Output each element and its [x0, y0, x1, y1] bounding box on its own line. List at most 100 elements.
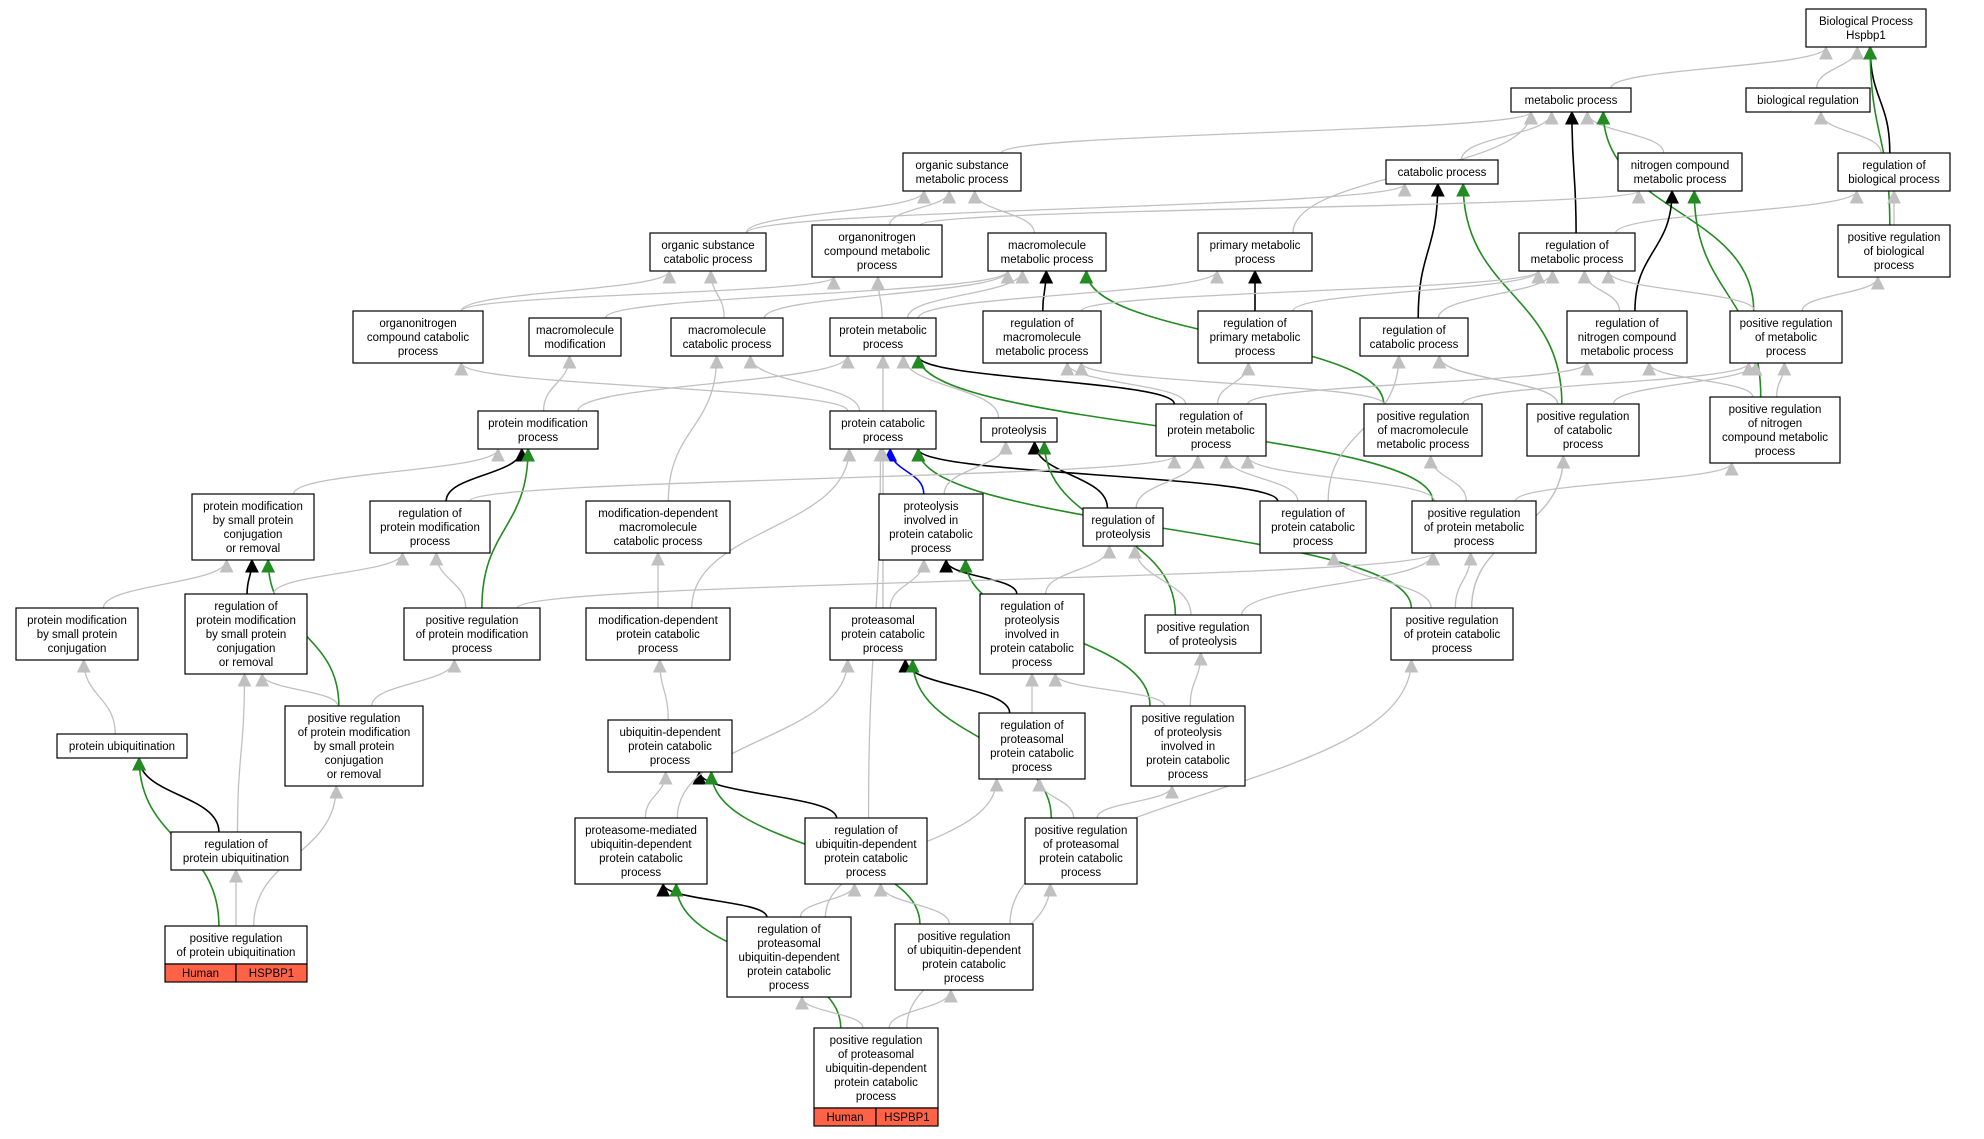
term-label-line: positive regulation: [1537, 411, 1630, 423]
term-label-line: regulation of: [1545, 240, 1609, 252]
edge-is-a: [919, 189, 1646, 226]
go-term-regproteasomeubi[interactable]: regulation ofproteasomalubiquitin-depend…: [726, 916, 852, 998]
go-term-catab[interactable]: catabolic process: [1385, 159, 1499, 185]
go-term-proteasomeubi[interactable]: proteasome-mediatedubiquitin-dependentpr…: [574, 817, 708, 885]
gene-label: HSPBP1: [249, 968, 294, 980]
term-label-line: catabolic process: [1398, 167, 1487, 179]
term-label-line: or removal: [226, 543, 280, 555]
edge-is-a: [1032, 777, 1075, 819]
go-term-bioreg[interactable]: biological regulation: [1745, 87, 1871, 113]
gene-label: HSPBP1: [884, 1112, 929, 1124]
go-term-metab[interactable]: metabolic process: [1510, 87, 1632, 113]
edge-is-a: [644, 770, 673, 819]
term-label-line: process: [1874, 260, 1915, 272]
edge-part-of: [132, 756, 220, 833]
term-label-line: by small protein: [37, 629, 118, 641]
term-label-line: positive regulation: [1729, 404, 1822, 416]
term-label-line: of protein modification: [416, 629, 529, 641]
edge-is-a: [1241, 551, 1441, 616]
edge-part-of: [911, 447, 1279, 502]
term-label-line: of biological: [1864, 246, 1925, 258]
term-label-line: involved in: [1005, 629, 1059, 641]
edge-is-a: [870, 275, 885, 319]
go-term-regubidep[interactable]: regulation ofubiquitin-dependentprotein …: [804, 817, 928, 885]
term-label-line: modification-dependent: [598, 508, 718, 520]
edge-is-a: [1612, 361, 1763, 405]
term-label-line: process: [1235, 346, 1276, 358]
term-label-line: primary metabolic: [1210, 240, 1301, 252]
term-label-line: protein modification: [203, 501, 303, 513]
term-label-line: conjugation: [325, 755, 384, 767]
species-label: Human: [182, 968, 219, 980]
go-term-protubi[interactable]: protein ubiquitination: [56, 733, 188, 759]
term-label-line: conjugation: [48, 643, 107, 655]
term-label-line: process: [1755, 446, 1796, 458]
go-term-moddepmac[interactable]: modification-dependentmacromoleculecatab…: [585, 500, 731, 554]
term-label-line: organic substance: [915, 160, 1008, 172]
term-label-line: process: [1563, 439, 1604, 451]
term-label-line: protein ubiquitination: [69, 741, 175, 753]
edge-is-a: [1461, 361, 1756, 405]
term-label-line: by small protein: [206, 629, 287, 641]
term-label-line: protein modification: [380, 522, 480, 534]
term-label-line: protein catabolic: [824, 853, 908, 865]
term-label-line: process: [518, 432, 559, 444]
term-label-line: positive regulation: [830, 1035, 923, 1047]
edge-part-of: [244, 558, 259, 595]
term-label-line: protein catabolic: [599, 853, 683, 865]
term-label-line: ubiquitin-dependent: [738, 952, 840, 964]
term-label-line: of metabolic: [1755, 332, 1817, 344]
term-label-line: protein catabolic: [990, 748, 1074, 760]
edge-is-a: [1776, 361, 1792, 398]
go-term-proteolysis[interactable]: proteolysis: [980, 417, 1058, 443]
